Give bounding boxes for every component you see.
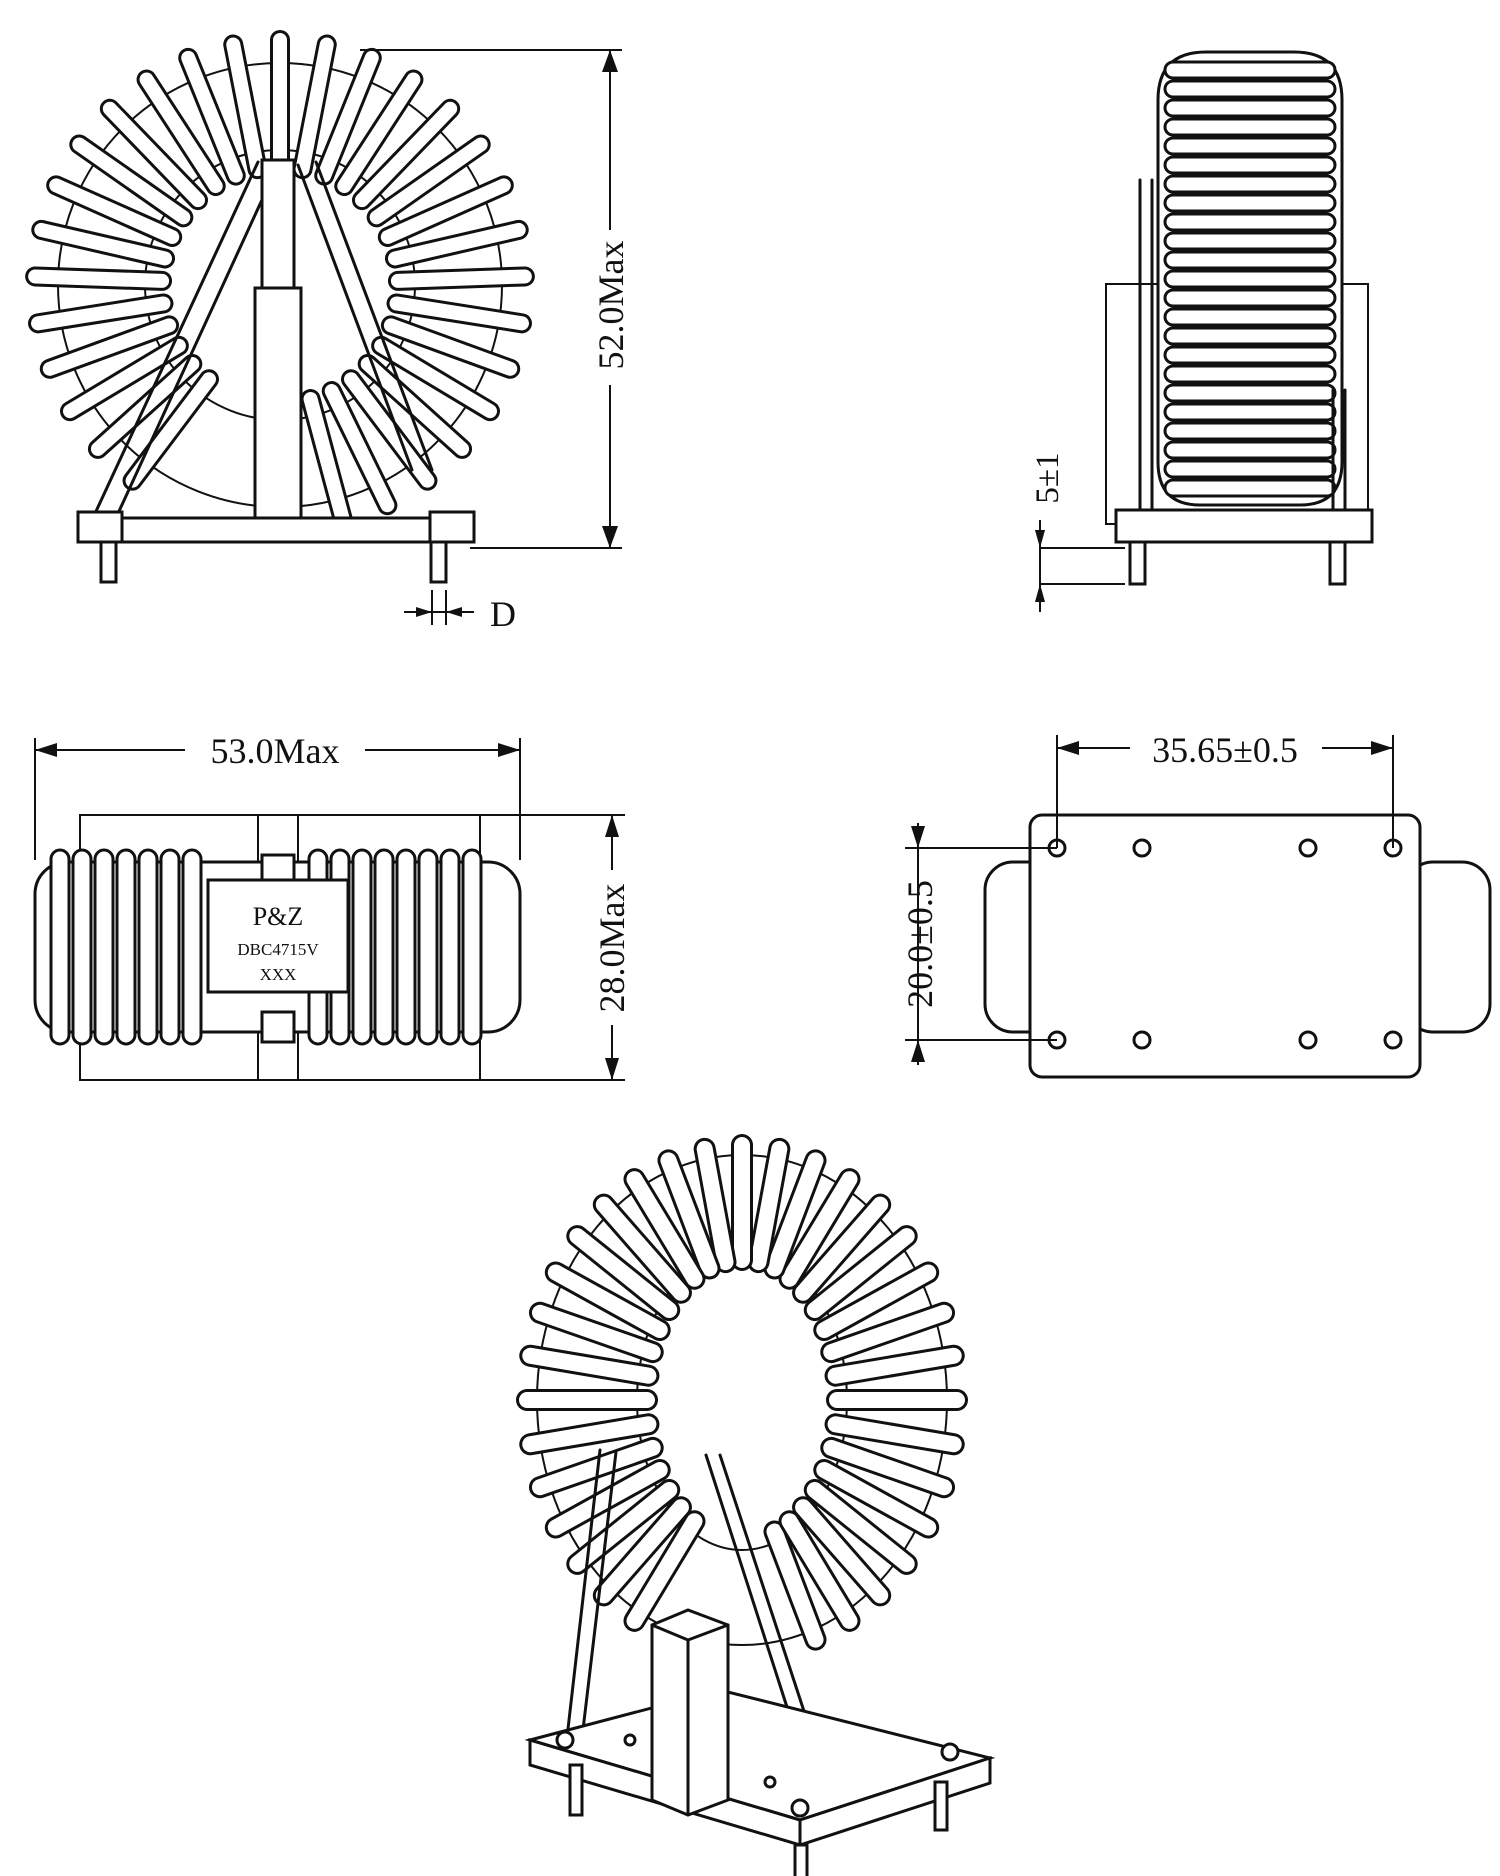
depth-dimension-label: 28.0Max: [592, 884, 632, 1013]
winding-turn: [115, 848, 137, 1046]
winding-turn: [181, 848, 203, 1046]
pin-hole: [1383, 1030, 1403, 1050]
winding-turn: [417, 848, 439, 1046]
side-winding-turns: [1163, 60, 1337, 498]
winding-turn: [1163, 98, 1337, 118]
winding-turn: [49, 848, 71, 1046]
top-view: P&Z DBC4715V XXX 53.0Max 28.0Max: [33, 731, 632, 1081]
pin-spacing-x-label: 35.65±0.5: [1152, 730, 1298, 770]
front-pin-dimension: D: [404, 590, 516, 634]
top-depth-dimension: 28.0Max: [480, 814, 632, 1081]
front-height-dimension: 52.0Max: [360, 49, 631, 549]
pin-dimension-label: D: [490, 594, 516, 634]
winding-turn: [159, 848, 181, 1046]
pin-hole: [1298, 838, 1318, 858]
pin-hole: [1298, 1030, 1318, 1050]
winding-turn: [1163, 136, 1337, 156]
isometric-base: [524, 1448, 996, 1876]
winding-turn: [1163, 231, 1337, 251]
pin-hole: [1132, 1030, 1152, 1050]
pin-spacing-y-label: 20.0±0.5: [900, 880, 940, 1008]
side-view: 5±1: [1030, 50, 1374, 612]
winding-turn: [1163, 440, 1337, 460]
pin-hole: [1132, 838, 1152, 858]
winding-turn: [1163, 364, 1337, 384]
winding-turn: [1163, 193, 1337, 213]
winding-turn: [1163, 307, 1337, 327]
winding-turn: [93, 848, 115, 1046]
winding-turn: [1163, 269, 1337, 289]
pin-spacing-x-dimension: 35.65±0.5: [1056, 730, 1394, 848]
pin-length-dimension: 5±1: [1030, 452, 1125, 612]
winding-turn: [1163, 421, 1337, 441]
winding-turn: [1163, 345, 1337, 365]
winding-turn: [461, 848, 483, 1046]
isometric-toroid-windings: [516, 1134, 968, 1651]
winding-turn: [137, 848, 159, 1046]
label-code: XXX: [260, 965, 297, 984]
winding-turn: [1163, 402, 1337, 422]
front-view: 52.0Max D: [25, 30, 631, 634]
winding-turn: [1163, 79, 1337, 99]
width-dimension-label: 53.0Max: [211, 731, 340, 771]
winding-turn: [1163, 383, 1337, 403]
top-width-dimension: 53.0Max: [34, 731, 521, 860]
label-brand: P&Z: [253, 902, 304, 931]
isometric-view: [516, 1134, 996, 1876]
winding-turn: [351, 848, 373, 1046]
product-label: [206, 878, 350, 994]
winding-turn: [439, 848, 461, 1046]
winding-turn: [1163, 155, 1337, 175]
footprint-view: 35.65±0.5 20.0±0.5: [900, 730, 1492, 1079]
front-frame: [76, 158, 476, 584]
winding-turn: [373, 848, 395, 1046]
winding-turn: [1163, 60, 1337, 80]
front-toroid-windings: [25, 30, 535, 532]
winding-turn: [1163, 212, 1337, 232]
pin-spacing-y-dimension: 20.0±0.5: [900, 823, 1057, 1065]
winding-turn: [71, 848, 93, 1046]
winding-turn: [1163, 250, 1337, 270]
winding-turn: [395, 848, 417, 1046]
pin-length-label: 5±1: [1030, 452, 1066, 503]
winding-turn: [1163, 174, 1337, 194]
winding-turn: [1163, 478, 1337, 498]
winding-turn: [1163, 459, 1337, 479]
winding-turn: [1163, 326, 1337, 346]
label-part-number: DBC4715V: [237, 940, 319, 959]
winding-turn: [1163, 288, 1337, 308]
winding-turn: [1163, 117, 1337, 137]
height-dimension-label: 52.0Max: [591, 241, 631, 370]
